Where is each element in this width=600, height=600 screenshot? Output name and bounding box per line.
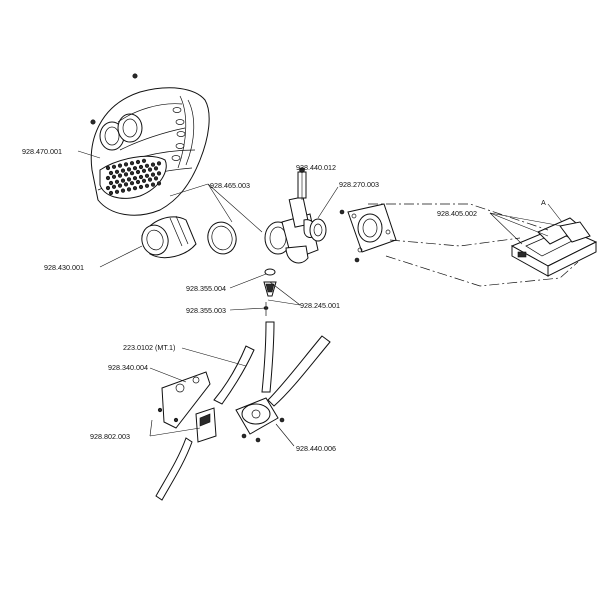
callout-a: A — [541, 198, 546, 207]
fuel-fitting — [263, 268, 277, 316]
label-928-440-012: 928.440.012 — [296, 163, 336, 172]
label-928-470-001: 928.470.001 — [22, 147, 62, 156]
label-928-340-004: 928.340.004 — [108, 363, 148, 372]
label-928-440-006: 928.440.006 — [296, 444, 336, 453]
label-928-245-001: 928.245.001 — [300, 301, 340, 310]
label-928-355-004: 928.355.004 — [186, 284, 226, 293]
assembly-line-middle — [389, 237, 521, 247]
fuel-hoses — [155, 321, 331, 501]
intake-manifold — [339, 203, 397, 263]
label-928-355-003: 928.355.003 — [186, 306, 226, 315]
mounting-bracket — [157, 371, 211, 429]
leader-lines — [77, 150, 563, 447]
air-filter-box — [90, 73, 210, 216]
carburetor — [264, 167, 327, 264]
reed-valve — [510, 217, 598, 277]
fuel-pump — [195, 397, 285, 443]
assembly-line-bottom — [385, 255, 579, 287]
intake-boot — [141, 215, 197, 259]
label-928-465-003: 928.465.003 — [210, 181, 250, 190]
label-928-802-003: 928.802.003 — [90, 432, 130, 441]
label-928-405-002: 928.405.002 — [437, 209, 477, 218]
label-223-0102: 223.0102 (MT.1) — [123, 343, 175, 352]
hose-clamp — [207, 221, 237, 255]
label-928-270-003: 928.270.003 — [339, 180, 379, 189]
label-928-430-001: 928.430.001 — [44, 263, 84, 272]
filter-mesh — [105, 158, 162, 196]
